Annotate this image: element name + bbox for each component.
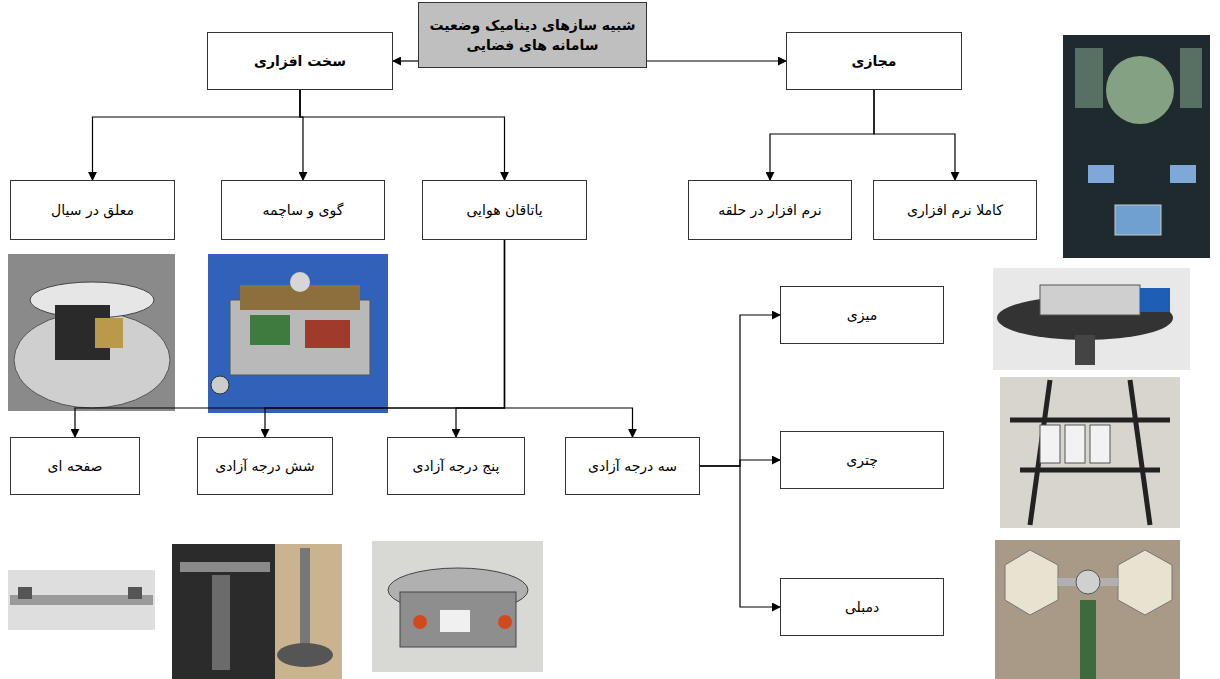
category-box: نرم افزار در حلقه: [688, 180, 852, 240]
box-label: یاتاقان هوایی: [460, 198, 548, 222]
box-label: سه درجه آزادی: [582, 454, 683, 478]
box-label: چتری: [840, 448, 884, 472]
category-box: کاملا نرم افزاری: [873, 180, 1037, 240]
category-box: سخت افزاری: [207, 32, 393, 90]
tree-connector: [770, 90, 874, 180]
root-box: شبیه سازهای دینامیک وضعیت سامانه های فضا…: [418, 2, 647, 68]
category-box: دمبلی: [780, 578, 944, 636]
box-label: شش درجه آزادی: [209, 454, 320, 478]
category-box: میزی: [780, 286, 944, 344]
tree-connector: [874, 90, 955, 180]
tree-connector: [75, 240, 505, 437]
box-label: گوی و ساچمه: [257, 198, 350, 222]
category-box: معلق در سیال: [10, 180, 175, 240]
box-label: پنج درجه آزادی: [407, 454, 506, 478]
category-box: پنج درجه آزادی: [387, 437, 525, 495]
six-dof-photo: [172, 544, 342, 679]
box-label: شبیه سازهای دینامیک وضعیت سامانه های فضا…: [419, 13, 646, 58]
tree-connector: [700, 460, 780, 466]
box-label: میزی: [841, 303, 883, 327]
tree-connector: [647, 60, 786, 61]
box-label: دمبلی: [839, 595, 885, 619]
dumbbell-type-photo: [995, 540, 1180, 679]
table-type-photo: [993, 268, 1190, 370]
tree-connector: [393, 60, 418, 61]
box-label: معلق در سیال: [45, 198, 140, 222]
planar-sim-photo: [8, 570, 155, 630]
tree-connector: [700, 466, 780, 607]
tree-connector: [700, 315, 780, 466]
tree-connector: [300, 90, 505, 180]
box-label: کاملا نرم افزاری: [901, 198, 1009, 222]
category-box: صفحه ای: [10, 437, 140, 495]
box-label: سخت افزاری: [248, 49, 352, 73]
fluid-sim-photo: [8, 254, 175, 411]
category-box: سه درجه آزادی: [565, 437, 700, 495]
box-label: نرم افزار در حلقه: [712, 198, 827, 222]
category-box: شش درجه آزادی: [197, 437, 333, 495]
box-label: مجازی: [846, 49, 903, 73]
virtual-sim-photo: [1063, 35, 1210, 258]
category-box: مجازی: [786, 32, 962, 90]
box-label: صفحه ای: [42, 454, 109, 478]
category-box: گوی و ساچمه: [221, 180, 385, 240]
five-dof-photo: [372, 541, 543, 672]
tree-connector: [505, 240, 633, 437]
category-box: چتری: [780, 431, 944, 489]
tree-connector: [93, 90, 301, 180]
ball-bearing-photo: [208, 254, 388, 413]
umbrella-type-photo: [1000, 377, 1180, 528]
category-box: یاتاقان هوایی: [422, 180, 587, 240]
